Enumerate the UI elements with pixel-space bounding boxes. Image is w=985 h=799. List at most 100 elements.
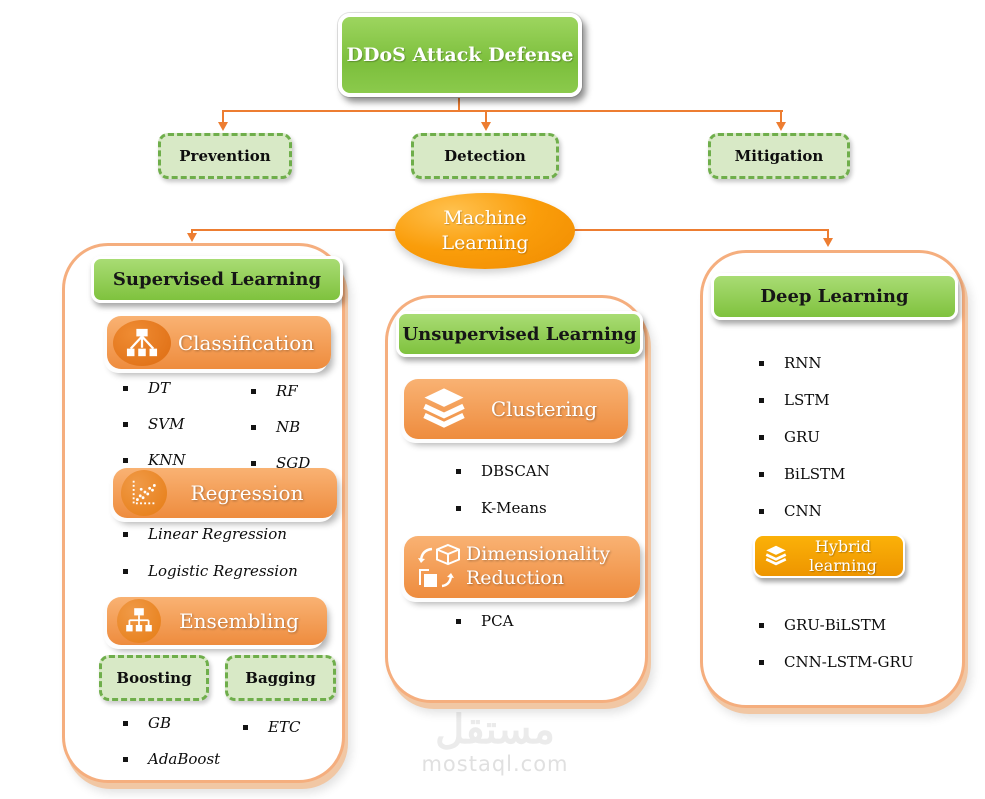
banner-label: Regression — [190, 481, 304, 505]
boosting-list: GB AdaBoost — [123, 713, 220, 769]
watermark-arabic: مستقل — [435, 706, 555, 753]
hybrid-layers-icon — [763, 544, 789, 568]
column-unsupervised-learning: Unsupervised Learning Clustering DBSCAN … — [385, 295, 648, 703]
root-title: DDoS Attack Defense — [346, 44, 574, 66]
arrow-down-icon — [187, 233, 197, 242]
bullet-square-icon — [123, 385, 128, 391]
bullet-square-icon — [759, 360, 764, 366]
bullet-square-icon — [243, 724, 248, 730]
hub-machine-learning: Machine Learning — [395, 193, 575, 269]
connector-prevention-drop — [222, 110, 224, 124]
phase-box-mitigation: Mitigation — [708, 133, 850, 179]
bullet-square-icon — [759, 397, 764, 403]
bullet-square-icon — [123, 720, 128, 726]
list-item: AdaBoost — [123, 749, 220, 769]
list-item: CNN — [759, 501, 845, 521]
arrow-down-icon — [776, 122, 786, 131]
clustering-list: DBSCAN K-Means — [456, 461, 550, 518]
connector-supervised-drop — [191, 229, 193, 235]
bullet-square-icon — [759, 659, 764, 665]
connector-root-stem — [458, 96, 460, 111]
bullet-square-icon — [456, 505, 461, 511]
list-item: K-Means — [456, 498, 550, 518]
hub-label-line1: Machine — [443, 206, 527, 229]
header-unsupervised-learning: Unsupervised Learning — [396, 311, 643, 357]
arrow-down-icon — [218, 122, 228, 131]
list-item: RF — [251, 381, 310, 401]
list-item: SGD — [251, 453, 310, 473]
hub-label-line2: Learning — [441, 232, 529, 254]
list-item: ETC — [243, 717, 300, 737]
sub-box-bagging: Bagging — [225, 655, 336, 701]
banner-classification: Classification — [107, 316, 331, 369]
list-item: GB — [123, 713, 220, 733]
bullet-square-icon — [759, 622, 764, 628]
bullet-square-icon — [456, 468, 461, 474]
bullet-square-icon — [123, 421, 128, 427]
list-item: DT — [123, 378, 185, 398]
bullet-square-icon — [251, 460, 256, 466]
column-deep-learning: Deep Learning RNN LSTM GRU BiLSTM CNN Hy… — [700, 250, 965, 708]
watermark-domain: mostaql.com — [421, 752, 569, 776]
phase-label: Prevention — [179, 147, 271, 165]
bagging-list: ETC — [243, 717, 300, 737]
bullet-square-icon — [759, 471, 764, 477]
watermark: مستقل mostaql.com — [385, 706, 605, 777]
header-label: Unsupervised Learning — [402, 323, 637, 345]
banner-dimensionality-reduction: Dimensionality Reduction — [404, 536, 640, 598]
list-item: Linear Regression — [123, 524, 298, 544]
bullet-square-icon — [123, 531, 128, 537]
phase-label: Mitigation — [734, 147, 824, 165]
arrow-down-icon — [481, 122, 491, 131]
bullet-square-icon — [251, 424, 256, 430]
banner-clustering: Clustering — [404, 379, 628, 439]
dimensionality-reduction-list: PCA — [456, 611, 513, 631]
arrow-down-icon — [823, 238, 833, 247]
banner-label: Classification — [177, 330, 315, 355]
list-item: LSTM — [759, 390, 845, 410]
connector-detection-drop — [485, 110, 487, 124]
list-item: SVM — [123, 414, 185, 434]
sub-box-label: Boosting — [116, 669, 192, 687]
header-supervised-learning: Supervised Learning — [91, 256, 343, 303]
banner-label-line1: Dimensionality — [466, 543, 611, 566]
connector-phases-hline — [223, 110, 783, 112]
list-item: Logistic Regression — [123, 561, 298, 581]
bullet-square-icon — [123, 756, 128, 762]
banner-label: Hybrid learning — [809, 537, 877, 575]
root-node-ddos-attack-defense: DDoS Attack Defense — [338, 13, 582, 97]
banner-label-line2: Reduction — [466, 567, 564, 589]
list-item: CNN-LSTM-GRU — [759, 652, 913, 672]
bullet-square-icon — [759, 508, 764, 514]
sub-box-label: Bagging — [245, 669, 316, 687]
bullet-square-icon — [123, 568, 128, 574]
header-deep-learning: Deep Learning — [711, 273, 958, 320]
sub-box-boosting: Boosting — [99, 655, 209, 701]
ensembling-hierarchy-icon — [117, 599, 161, 643]
phase-box-detection: Detection — [411, 133, 559, 179]
list-item: NB — [251, 417, 310, 437]
banner-regression: Regression — [113, 468, 337, 518]
banner-label: Ensembling — [179, 609, 299, 633]
bullet-square-icon — [123, 457, 128, 463]
banner-ensembling: Ensembling — [107, 597, 327, 645]
classification-list-right: RF NB SGD — [251, 381, 310, 473]
dimensionality-reduction-icon — [412, 541, 466, 593]
list-item: GRU-BiLSTM — [759, 615, 913, 635]
column-supervised-learning: Supervised Learning Classification DT SV… — [62, 243, 345, 783]
hybrid-learning-list: GRU-BiLSTM CNN-LSTM-GRU — [759, 615, 913, 672]
banner-label: Clustering — [490, 397, 598, 421]
regression-list: Linear Regression Logistic Regression — [123, 524, 298, 581]
banner-hybrid-learning: Hybrid learning — [753, 534, 905, 578]
list-item: RNN — [759, 353, 845, 373]
connector-deep-drop — [827, 229, 829, 240]
list-item: PCA — [456, 611, 513, 631]
list-item: DBSCAN — [456, 461, 550, 481]
list-item: GRU — [759, 427, 845, 447]
deep-learning-list: RNN LSTM GRU BiLSTM CNN — [759, 353, 845, 521]
phase-label: Detection — [444, 147, 526, 165]
list-item: KNN — [123, 450, 185, 470]
classification-list-left: DT SVM KNN — [123, 378, 185, 470]
bullet-square-icon — [759, 434, 764, 440]
